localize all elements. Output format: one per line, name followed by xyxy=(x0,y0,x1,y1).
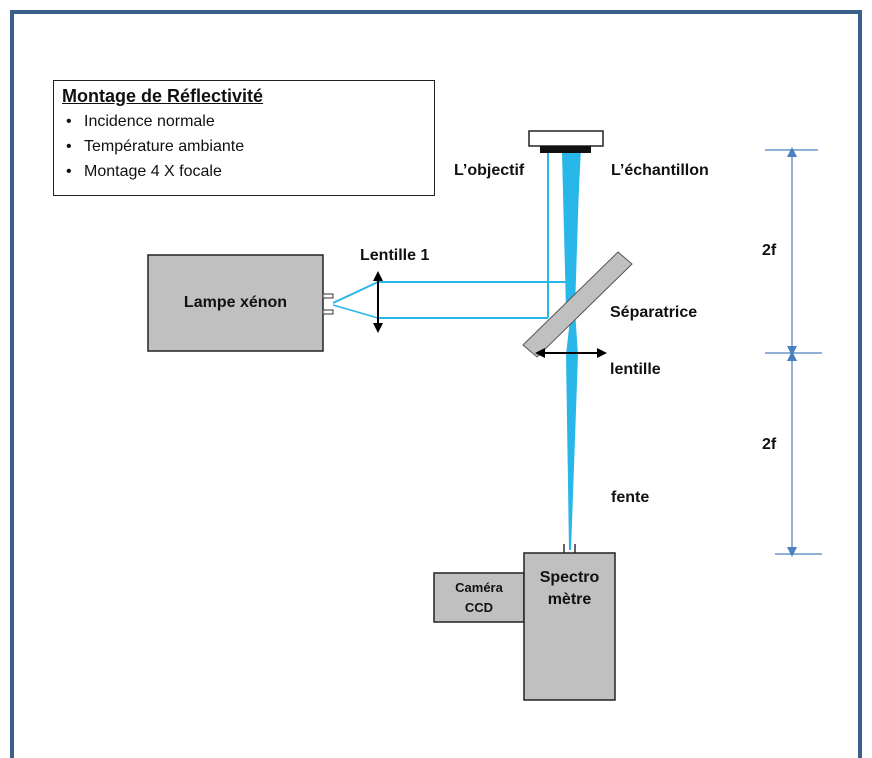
objective-label: L’objectif xyxy=(454,162,525,179)
sample xyxy=(540,146,591,153)
dimension-lines xyxy=(765,147,822,557)
spectrometer-label-line2: mètre xyxy=(547,591,592,608)
diagram-frame xyxy=(10,10,862,758)
lamp-port-bottom xyxy=(322,309,334,315)
lens-label: lentille xyxy=(610,361,661,378)
dimension-top-label: 2f xyxy=(762,242,777,259)
spectrometer-label-line1: Spectro xyxy=(539,569,600,586)
focused-beam xyxy=(566,310,578,550)
camera-label-line1: Caméra xyxy=(455,580,503,595)
lamp-port-top xyxy=(322,293,334,299)
legend-item: Incidence normale xyxy=(66,109,426,134)
camera-label-line2: CCD xyxy=(464,600,494,615)
sample-label: L’échantillon xyxy=(611,162,709,179)
legend-title: Montage de Réflectivité xyxy=(62,86,264,106)
illumination-beam xyxy=(332,153,569,319)
reflected-beam-edge xyxy=(572,152,581,291)
slit-label: fente xyxy=(611,489,650,506)
lamp-label: Lampe xénon xyxy=(183,294,288,311)
reflected-beam xyxy=(562,153,580,310)
beam-splitter-label: Séparatrice xyxy=(610,304,698,321)
camera-box xyxy=(433,572,525,623)
spectrometer-box xyxy=(523,552,616,701)
lens-1-label: Lentille 1 xyxy=(360,247,430,264)
beam-splitter xyxy=(522,251,633,358)
sample-holder xyxy=(528,130,604,147)
legend-item: Montage 4 X focale xyxy=(66,159,426,184)
legend-item: Température ambiante xyxy=(66,134,426,159)
camera-label: Caméra CCD xyxy=(434,578,524,618)
reflected-beam-edge xyxy=(565,152,572,291)
lamp-box xyxy=(147,254,324,352)
dimension-bottom-label: 2f xyxy=(762,436,777,453)
spectrometer-label: Spectro mètre xyxy=(524,567,615,611)
legend-list: Incidence normale Température ambiante M… xyxy=(62,109,426,184)
legend-box: Montage de Réflectivité Incidence normal… xyxy=(53,80,435,196)
